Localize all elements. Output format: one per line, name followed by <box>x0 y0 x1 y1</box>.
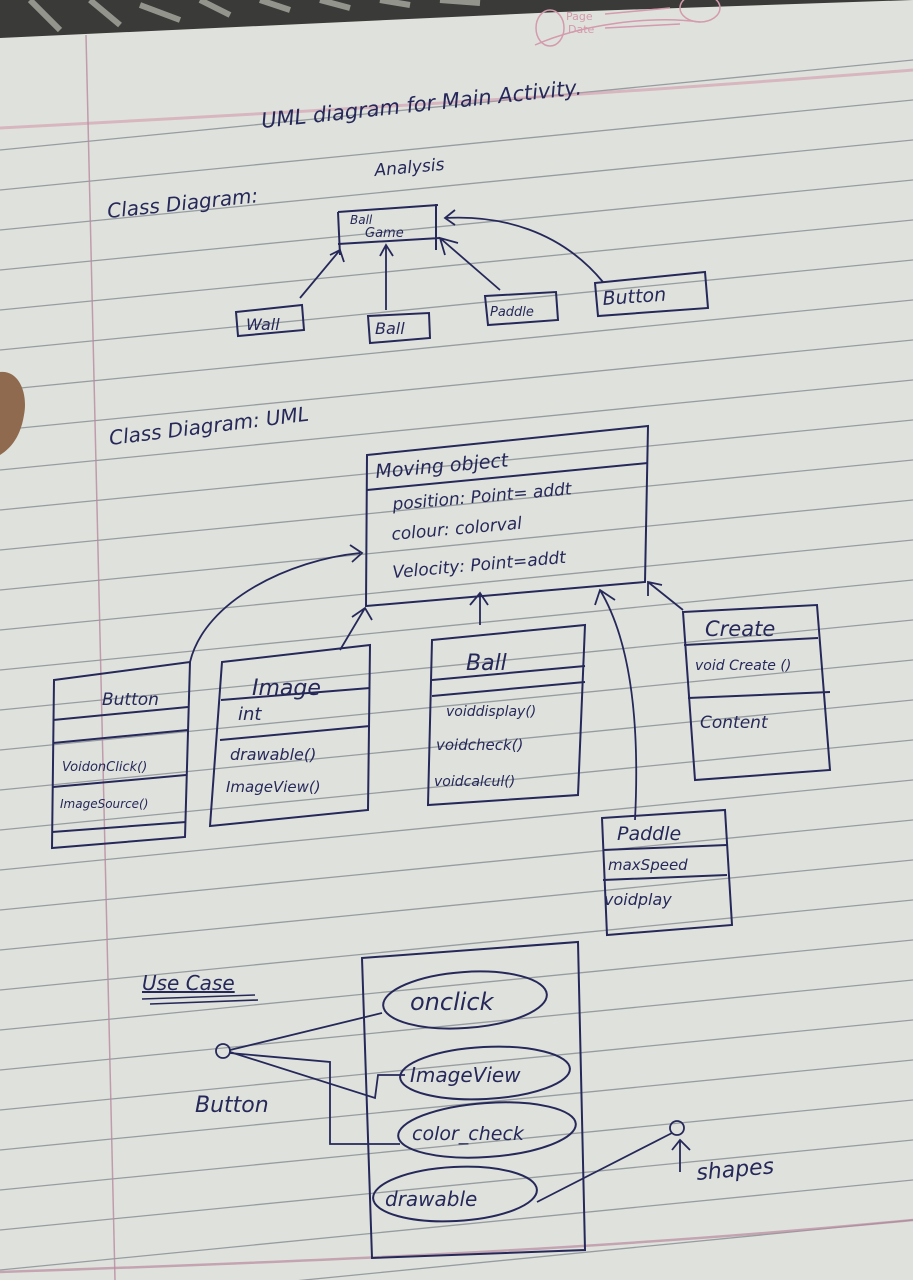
ruled-line <box>0 1019 913 1111</box>
system-boundary <box>360 940 587 1260</box>
cloth-pattern <box>27 0 481 33</box>
analysis-class-paddle: Paddle <box>490 305 534 320</box>
ruled-lines <box>0 59 913 1280</box>
page-date-stamp <box>534 0 721 47</box>
ruled-line <box>0 779 913 871</box>
ruled-line <box>0 219 913 311</box>
ruled-line <box>0 739 913 831</box>
ruled-line <box>0 459 913 551</box>
uml-ball-name: Ball <box>466 651 507 676</box>
uml-button-method-imagesource: ImageSource() <box>60 797 148 811</box>
uml-ball-method-calcul: voidcalcul() <box>434 774 515 790</box>
ruled-line <box>0 499 913 591</box>
use-case-heading-underline <box>141 994 259 1005</box>
actor-button-links <box>215 1012 405 1145</box>
ruled-line <box>0 699 913 791</box>
use-case-imageview: ImageView <box>410 1063 521 1087</box>
ruled-line <box>0 939 913 1031</box>
finger <box>0 371 25 455</box>
uml-paddle-attr-maxspeed: maxSpeed <box>608 856 688 874</box>
ruled-line <box>0 419 913 511</box>
ruled-line <box>0 659 913 751</box>
ruled-line <box>0 859 913 951</box>
analysis-child-boxes <box>234 270 710 345</box>
uml-image-attr-int: int <box>238 704 262 725</box>
uml-arrows <box>189 544 684 821</box>
top-margin-line <box>0 68 913 130</box>
ruled-line <box>0 539 913 631</box>
ruled-line <box>0 1099 913 1191</box>
uml-button-class <box>50 660 192 850</box>
use-case-ellipses <box>372 970 577 1223</box>
ruled-line <box>0 1059 913 1151</box>
use-case-onclick: onclick <box>410 988 495 1016</box>
uml-image-method-drawable: drawable() <box>230 745 316 764</box>
ruled-line <box>0 619 913 711</box>
uml-ball-class <box>426 623 587 807</box>
uml-create-method-content: Content <box>700 713 769 733</box>
actor-shapes-links <box>536 1120 691 1203</box>
uml-image-class <box>208 643 372 828</box>
ruled-line <box>0 59 913 151</box>
ball-game-class <box>337 204 441 256</box>
ruled-line <box>0 819 913 911</box>
left-margin-line <box>85 34 116 1280</box>
ruled-line <box>0 379 913 471</box>
ruled-line <box>297 1219 913 1280</box>
uml-image-method-imageview: ImageView() <box>226 778 321 796</box>
uml-create-name: Create <box>705 617 775 641</box>
ruled-line <box>0 979 913 1071</box>
use-case-drawable: drawable <box>385 1187 477 1211</box>
stamp-page-label: Page <box>566 10 593 23</box>
analysis-arrows <box>299 209 604 310</box>
use-case-color-check: color_check <box>412 1123 525 1145</box>
ruled-line <box>0 179 913 271</box>
ruled-line <box>0 1179 913 1271</box>
ruled-line <box>0 339 913 431</box>
uml-ball-method-display: voiddisplay() <box>446 704 536 720</box>
ball-game-label-2: Game <box>365 226 404 241</box>
uml-paddle-method-play: voidplay <box>604 890 672 909</box>
moving-object-class <box>364 424 650 608</box>
use-case-heading: Use Case <box>142 971 235 995</box>
uml-create-class <box>681 603 832 782</box>
ruled-line <box>0 99 913 191</box>
analysis-class-ball: Ball <box>375 319 405 338</box>
ruled-line <box>0 579 913 671</box>
analysis-class-button: Button <box>602 284 667 310</box>
ruled-line <box>0 899 913 991</box>
ball-game-label-1: Ball <box>350 213 373 227</box>
actor-button-label: Button <box>195 1093 269 1118</box>
uml-paddle-class <box>600 808 734 937</box>
uml-button-name: Button <box>102 690 159 710</box>
bottom-margin-line <box>0 1218 913 1274</box>
uml-paddle-name: Paddle <box>617 823 681 845</box>
analysis-class-wall: Wall <box>246 315 280 334</box>
uml-create-attr: void Create () <box>695 658 791 674</box>
ruled-line <box>0 1139 913 1231</box>
stamp-date-label: Date <box>568 23 595 36</box>
ruled-line <box>0 299 913 391</box>
uml-ball-method-check: voidcheck() <box>436 736 523 754</box>
ruled-line <box>0 259 913 351</box>
uml-image-name: Image <box>252 676 321 701</box>
ruled-line <box>0 139 913 231</box>
uml-button-method-onclick: VoidonClick() <box>62 760 147 775</box>
